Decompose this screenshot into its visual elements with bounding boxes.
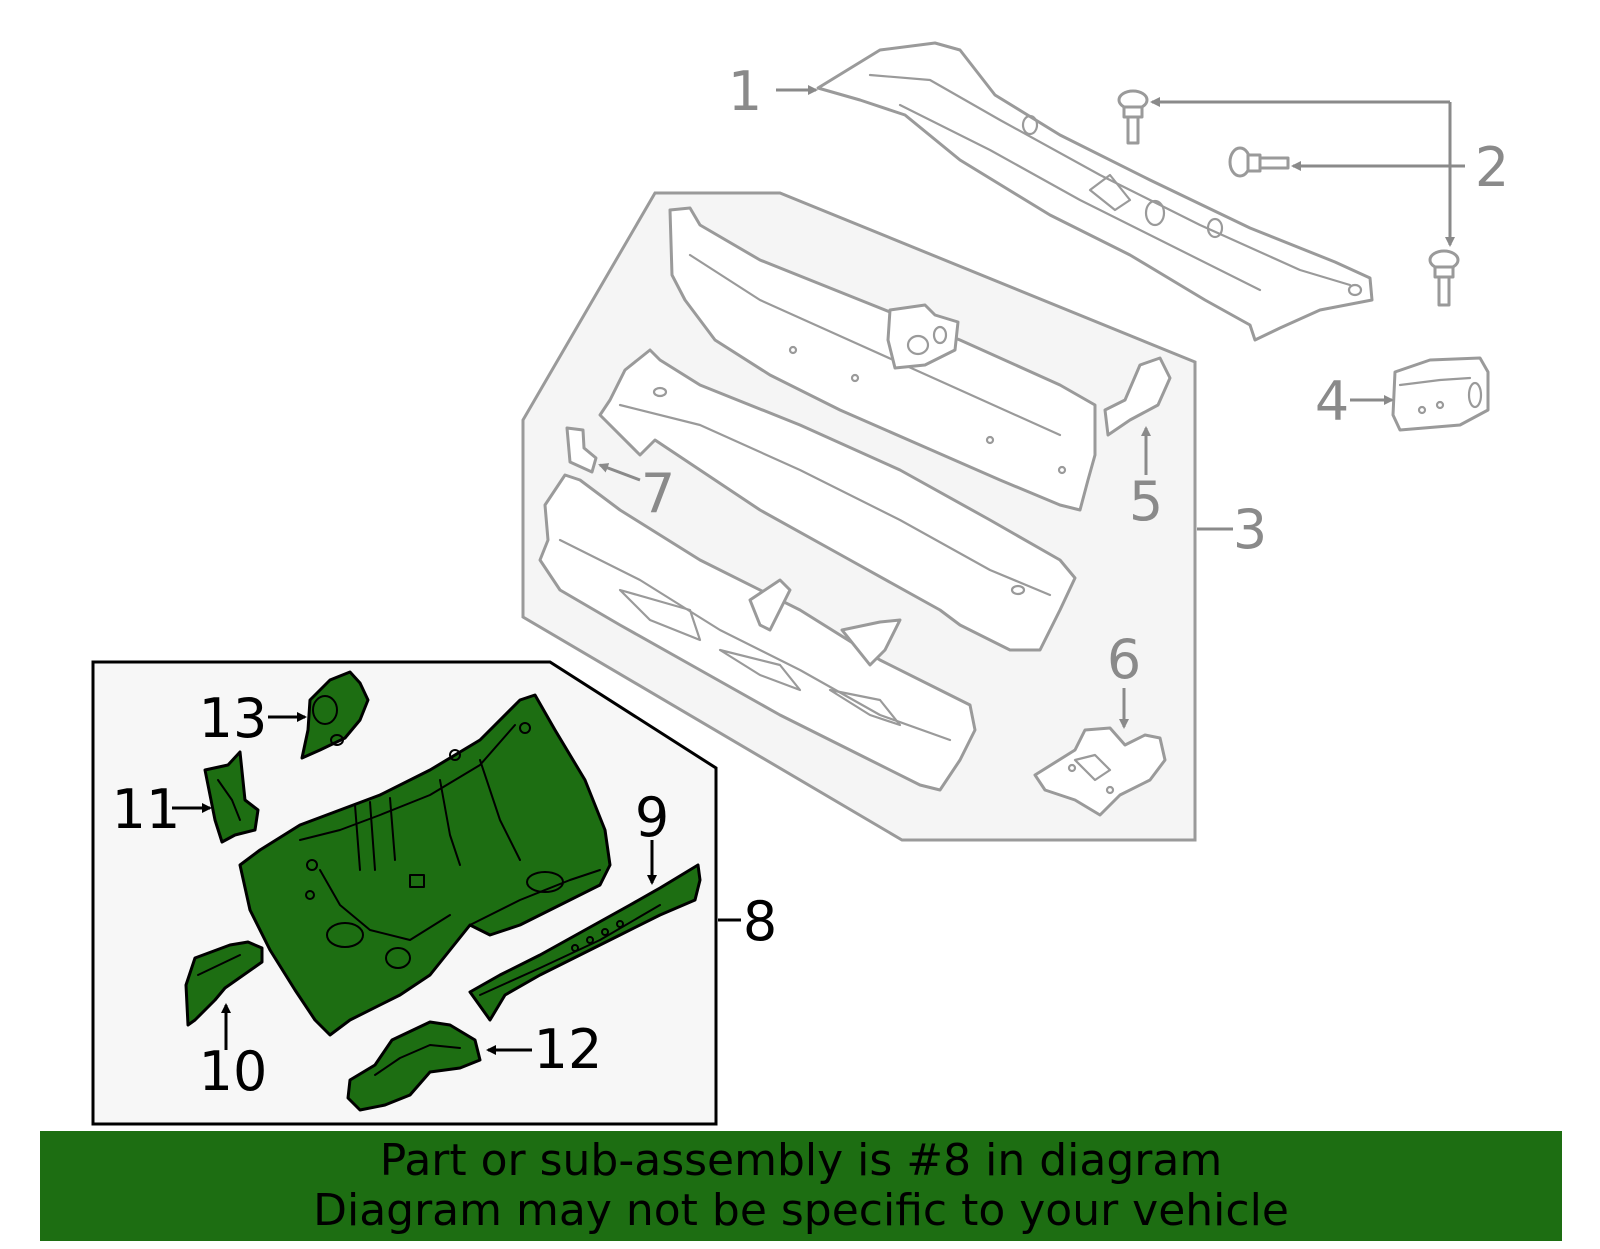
part-6-bracket[interactable] [1033, 726, 1167, 817]
callout-3: 3 [1233, 498, 1267, 561]
part-12-bracket[interactable] [346, 1020, 482, 1112]
leader-7 [598, 463, 641, 482]
part-7-bracket[interactable] [565, 426, 598, 474]
bolt-middle [1228, 146, 1290, 178]
callout-11: 11 [112, 778, 181, 841]
part-5-bracket[interactable] [1103, 356, 1172, 437]
part-3-lower-panel[interactable] [538, 473, 977, 792]
callout-8: 8 [743, 890, 777, 953]
part-3-small-bracket[interactable] [886, 303, 960, 370]
callout-9: 9 [635, 786, 669, 849]
bolt-upper [1117, 89, 1149, 145]
part-3-middle-panel[interactable] [598, 348, 1077, 652]
callout-4: 4 [1315, 370, 1349, 433]
part-8-dash-panel[interactable] [238, 693, 612, 1037]
part-4-bracket[interactable] [1391, 356, 1490, 432]
callout-12: 12 [534, 1018, 603, 1081]
part-13-bracket[interactable] [300, 670, 370, 760]
callout-13: 13 [199, 687, 268, 750]
callout-10: 10 [199, 1040, 268, 1103]
part-3-gusset-b[interactable] [840, 618, 902, 667]
part-11-bracket[interactable] [203, 750, 260, 844]
part-3-gusset-a[interactable] [748, 578, 792, 632]
part-3-upper-panel[interactable] [668, 206, 1097, 512]
callout-6: 6 [1107, 628, 1141, 691]
bolt-lower [1428, 249, 1460, 307]
banner-line-2: Diagram may not be specific to your vehi… [313, 1185, 1289, 1236]
callout-1: 1 [728, 60, 762, 123]
callout-2: 2 [1475, 136, 1509, 199]
callout-5: 5 [1129, 470, 1163, 533]
part-9-rail[interactable] [468, 863, 702, 1022]
info-banner: Part or sub-assembly is #8 in diagram Di… [40, 1131, 1562, 1241]
part-10-bracket[interactable] [184, 940, 264, 1027]
part-1-cowl-crossmember[interactable] [816, 41, 1374, 342]
banner-line-1: Part or sub-assembly is #8 in diagram [379, 1135, 1223, 1186]
callout-7: 7 [641, 462, 675, 525]
part-2-bolts[interactable] [1117, 89, 1460, 307]
